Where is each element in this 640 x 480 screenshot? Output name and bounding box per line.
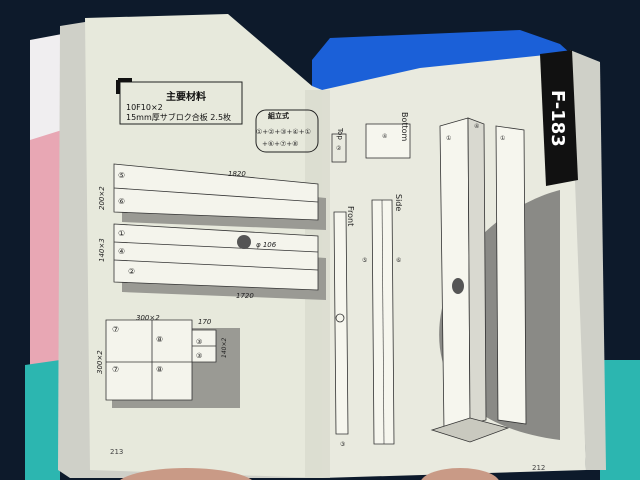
left-page-number: 213 bbox=[110, 448, 123, 456]
dim-200x2: 200×2 bbox=[98, 186, 106, 210]
part-label-4b: ④ bbox=[474, 123, 479, 130]
cut-label-3a: ③ bbox=[196, 338, 202, 346]
finger-left bbox=[120, 468, 252, 480]
assembly-box bbox=[255, 109, 319, 153]
right-page-edges bbox=[570, 50, 606, 470]
materials-box bbox=[119, 81, 243, 125]
assembly-title: 組立式 bbox=[268, 111, 289, 120]
assembly-panel-a bbox=[439, 117, 471, 431]
label-front: Front bbox=[346, 206, 355, 226]
label-top: Top bbox=[336, 127, 344, 140]
chapter-tab bbox=[540, 50, 578, 186]
finger-right bbox=[421, 468, 499, 480]
part-label-2: ② bbox=[336, 145, 342, 152]
dim-140x2: 140×2 bbox=[221, 338, 228, 358]
assembly-panel-b bbox=[467, 117, 487, 425]
materials-title: 主要材料 bbox=[166, 90, 206, 103]
cut-label-7b: ⑦ bbox=[112, 365, 119, 374]
board-label-6: ⑥ bbox=[118, 197, 125, 206]
teal-book-right bbox=[600, 360, 640, 480]
front-view bbox=[333, 211, 349, 435]
bottom-view bbox=[365, 123, 411, 159]
teal-book-left bbox=[25, 360, 60, 480]
dim-1720: 1720 bbox=[236, 292, 254, 300]
cut-label-8a: ⑧ bbox=[156, 335, 163, 344]
part-label-6: ⑥ bbox=[396, 257, 401, 264]
part-label-3: ③ bbox=[340, 441, 345, 448]
cut-label-3b: ③ bbox=[196, 352, 202, 360]
board-1 bbox=[113, 163, 319, 221]
board-label-2: ② bbox=[128, 267, 135, 276]
part-label-4: ④ bbox=[382, 133, 387, 140]
chapter-code: F-183 bbox=[547, 90, 568, 147]
materials-line2: 15mm厚サブロク合板 2.5枚 bbox=[126, 112, 231, 122]
part-label-5: ⑤ bbox=[362, 257, 367, 264]
dim-phi106: φ 106 bbox=[256, 241, 277, 249]
label-bottom: Bottom bbox=[400, 112, 409, 142]
front-view-hole bbox=[335, 313, 345, 323]
dim-170: 170 bbox=[198, 318, 212, 326]
assembly-panel-c bbox=[495, 125, 527, 425]
board-label-4: ④ bbox=[118, 247, 125, 256]
materials-box-corner bbox=[116, 78, 132, 94]
white-book-left bbox=[30, 34, 62, 150]
board-2-divider-a bbox=[113, 241, 319, 253]
label-side: Side bbox=[394, 194, 403, 211]
assembly-base bbox=[430, 417, 510, 443]
cut-sheet bbox=[105, 319, 217, 401]
part-label-1a: ① bbox=[446, 135, 451, 142]
board-2-divider-b bbox=[113, 259, 319, 271]
cut-label-8b: ⑧ bbox=[156, 365, 163, 374]
side-view-divider bbox=[381, 199, 385, 445]
dim-1820: 1820 bbox=[228, 170, 246, 178]
top-view bbox=[331, 133, 347, 163]
dim-140x3: 140×3 bbox=[98, 238, 106, 262]
dim-300x2-side: 300×2 bbox=[96, 350, 104, 374]
pink-book bbox=[30, 130, 62, 372]
board-1-divider bbox=[113, 187, 319, 203]
right-page-number: 212 bbox=[532, 464, 545, 472]
board-2 bbox=[113, 223, 319, 291]
materials-line1: 10F10×2 bbox=[126, 103, 163, 112]
assembly-hole bbox=[452, 278, 464, 294]
board-label-5: ⑤ bbox=[118, 171, 125, 180]
hole-circle bbox=[237, 235, 251, 249]
dim-300x2-top: 300×2 bbox=[136, 314, 160, 322]
assembly-line1: ①+②+③+④+① bbox=[256, 128, 311, 136]
board-label-1: ① bbox=[118, 229, 125, 238]
assembly-line2: +⑥+⑦+⑧ bbox=[262, 140, 298, 148]
part-label-1b: ① bbox=[500, 135, 505, 142]
cut-label-7a: ⑦ bbox=[112, 325, 119, 334]
